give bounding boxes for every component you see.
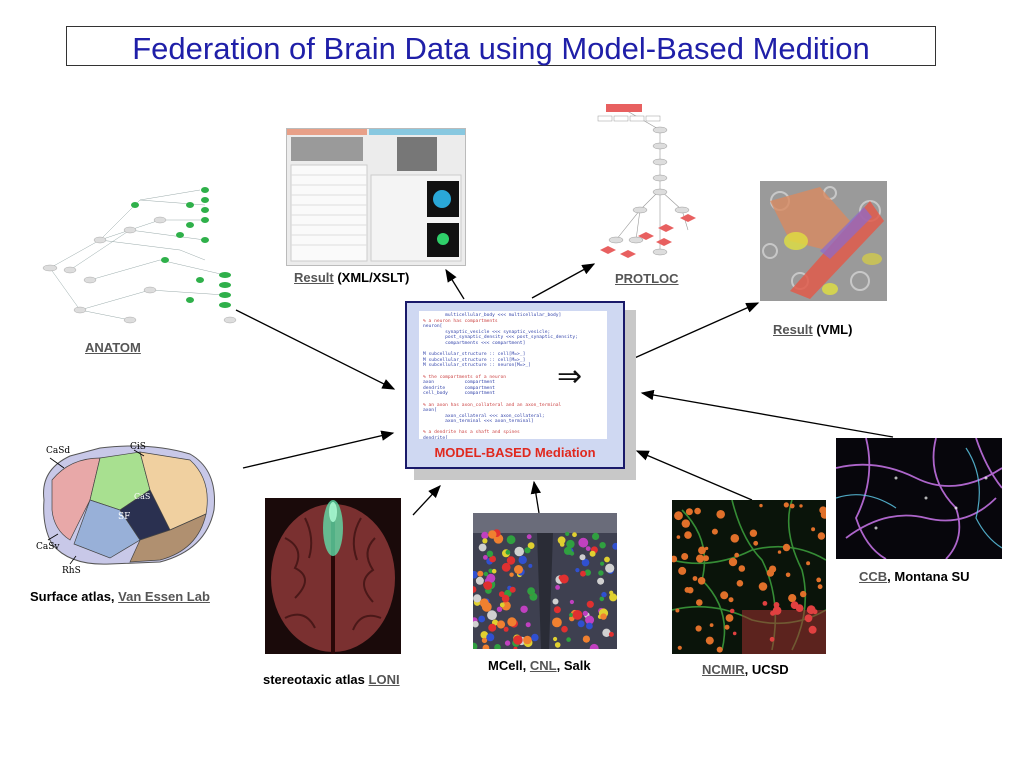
label-rhs: RhS bbox=[62, 566, 81, 576]
caption-protloc: PROTLOC bbox=[615, 271, 679, 286]
label-casv: CaSv bbox=[36, 542, 60, 552]
arrow-ncmir bbox=[635, 450, 753, 501]
protloc-graph bbox=[597, 104, 696, 258]
ccb-graphic bbox=[836, 438, 1002, 559]
code-panel: multicellular_body <<< multicellular_bod… bbox=[419, 311, 607, 439]
van-essen-link[interactable]: Van Essen Lab bbox=[118, 589, 210, 604]
caption-stereo: stereotaxic atlas LONI bbox=[263, 672, 400, 687]
surface-text: Surface atlas, bbox=[30, 589, 119, 604]
arrow-result-xslt bbox=[445, 268, 465, 300]
code-line: synaptic_vesicle <<< synaptic_vesicle; bbox=[423, 329, 551, 335]
protloc-link[interactable]: PROTLOC bbox=[615, 271, 679, 286]
mcell-image bbox=[473, 513, 617, 649]
surface-atlas-graphic bbox=[43, 445, 215, 565]
mcell-text: MCell, bbox=[488, 658, 530, 673]
code-line: % a dendrite has a shaft and spines bbox=[423, 430, 520, 436]
arrow-mcell bbox=[530, 480, 541, 514]
montana-text: , Montana SU bbox=[887, 569, 970, 584]
caption-ncmir: NCMIR, UCSD bbox=[702, 662, 789, 677]
code-line: axon compartment bbox=[423, 380, 495, 386]
result-vml-graphic bbox=[760, 181, 887, 301]
code-line: compartments <<< compartment] bbox=[423, 340, 526, 346]
stereo-atlas-image bbox=[265, 498, 401, 654]
code-line: neuron[ bbox=[423, 324, 443, 330]
ncmir-link[interactable]: NCMIR bbox=[702, 662, 745, 677]
code-line: cell_body compartment bbox=[423, 391, 495, 397]
anatom-graph bbox=[42, 187, 237, 324]
code-line: multicellular_body <<< multicellular_bod… bbox=[423, 313, 562, 318]
code-line: % a neuron has compartments bbox=[423, 318, 498, 324]
implies-symbol: ⇒ bbox=[557, 359, 583, 394]
arrow-stereo bbox=[412, 485, 441, 516]
code-line: dendrite compartment bbox=[423, 385, 495, 391]
cnl-link[interactable]: CNL bbox=[529, 658, 557, 673]
code-line: M subcellular_structure :: cell[M=>_] bbox=[423, 357, 526, 363]
code-line: post_synaptic_density <<< post_synaptic_… bbox=[423, 335, 578, 341]
result-vml-text: (VML) bbox=[812, 322, 853, 337]
caption-mcell: MCell, CNL, Salk bbox=[488, 658, 591, 673]
code-line: axon_terminal <<< axon_terminal] bbox=[423, 419, 534, 425]
arrow-result-vml bbox=[629, 302, 760, 361]
title-box: Federation of Brain Data using Model-Bas… bbox=[66, 26, 936, 66]
code-line: % an axon has axon_collateral and an axo… bbox=[423, 402, 562, 408]
mediation-box: multicellular_body <<< multicellular_bod… bbox=[405, 301, 625, 469]
anatom-link[interactable]: ANATOM bbox=[85, 340, 141, 355]
anatom-image bbox=[40, 180, 240, 330]
code-line: M subcellular_structure :: neuron[M=>_] bbox=[423, 363, 531, 369]
ucsd-text: , UCSD bbox=[744, 662, 789, 677]
arrow-ccb bbox=[640, 389, 894, 438]
result-xslt-graphic bbox=[287, 129, 465, 262]
code-line: axon[ bbox=[423, 408, 437, 414]
loni-link[interactable]: LONI bbox=[368, 672, 400, 687]
protloc-image bbox=[596, 100, 702, 268]
result-vml-link[interactable]: Result bbox=[773, 322, 813, 337]
salk-text: , Salk bbox=[556, 658, 591, 673]
arrow-anatom bbox=[235, 309, 396, 390]
code-line: % the compartments of a neuron bbox=[423, 374, 506, 380]
code-line: dendrite[ bbox=[423, 436, 448, 439]
mcell-graphic bbox=[473, 513, 617, 649]
result-xslt-link[interactable]: Result bbox=[294, 270, 334, 285]
ccb-image bbox=[836, 438, 1002, 559]
ccb-link[interactable]: CCB bbox=[859, 569, 888, 584]
code-line: axon_collateral <<< axon_collateral; bbox=[423, 413, 545, 419]
caption-result-xslt: Result (XML/XSLT) bbox=[294, 270, 409, 285]
surface-atlas-image: CaSd CiS CaS SF CaSv RhS bbox=[30, 440, 220, 580]
caption-result-vml: Result (VML) bbox=[773, 322, 852, 337]
arrow-protloc bbox=[531, 263, 596, 299]
page-title: Federation of Brain Data using Model-Bas… bbox=[132, 31, 870, 66]
label-cis: CiS bbox=[130, 442, 146, 452]
caption-ccb: CCB, Montana SU bbox=[859, 569, 970, 584]
result-xslt-text: (XML/XSLT) bbox=[333, 270, 410, 285]
ncmir-graphic bbox=[672, 500, 826, 654]
result-vml-image bbox=[760, 181, 887, 301]
result-xslt-image bbox=[286, 128, 466, 266]
code-line: M subcellular_structure :: cell[M=>_] bbox=[423, 352, 526, 358]
stereo-atlas-graphic bbox=[265, 498, 401, 654]
stereo-text: stereotaxic atlas bbox=[263, 672, 369, 687]
mediation-label: MODEL-BASED Mediation bbox=[434, 445, 596, 460]
label-cas: CaS bbox=[134, 492, 151, 501]
caption-anatom: ANATOM bbox=[85, 340, 141, 355]
label-sf: SF bbox=[118, 512, 131, 522]
caption-surface: Surface atlas, Van Essen Lab bbox=[30, 589, 210, 604]
ncmir-image bbox=[672, 500, 826, 654]
label-casd: CaSd bbox=[46, 446, 71, 456]
arrow-surface bbox=[242, 430, 395, 469]
